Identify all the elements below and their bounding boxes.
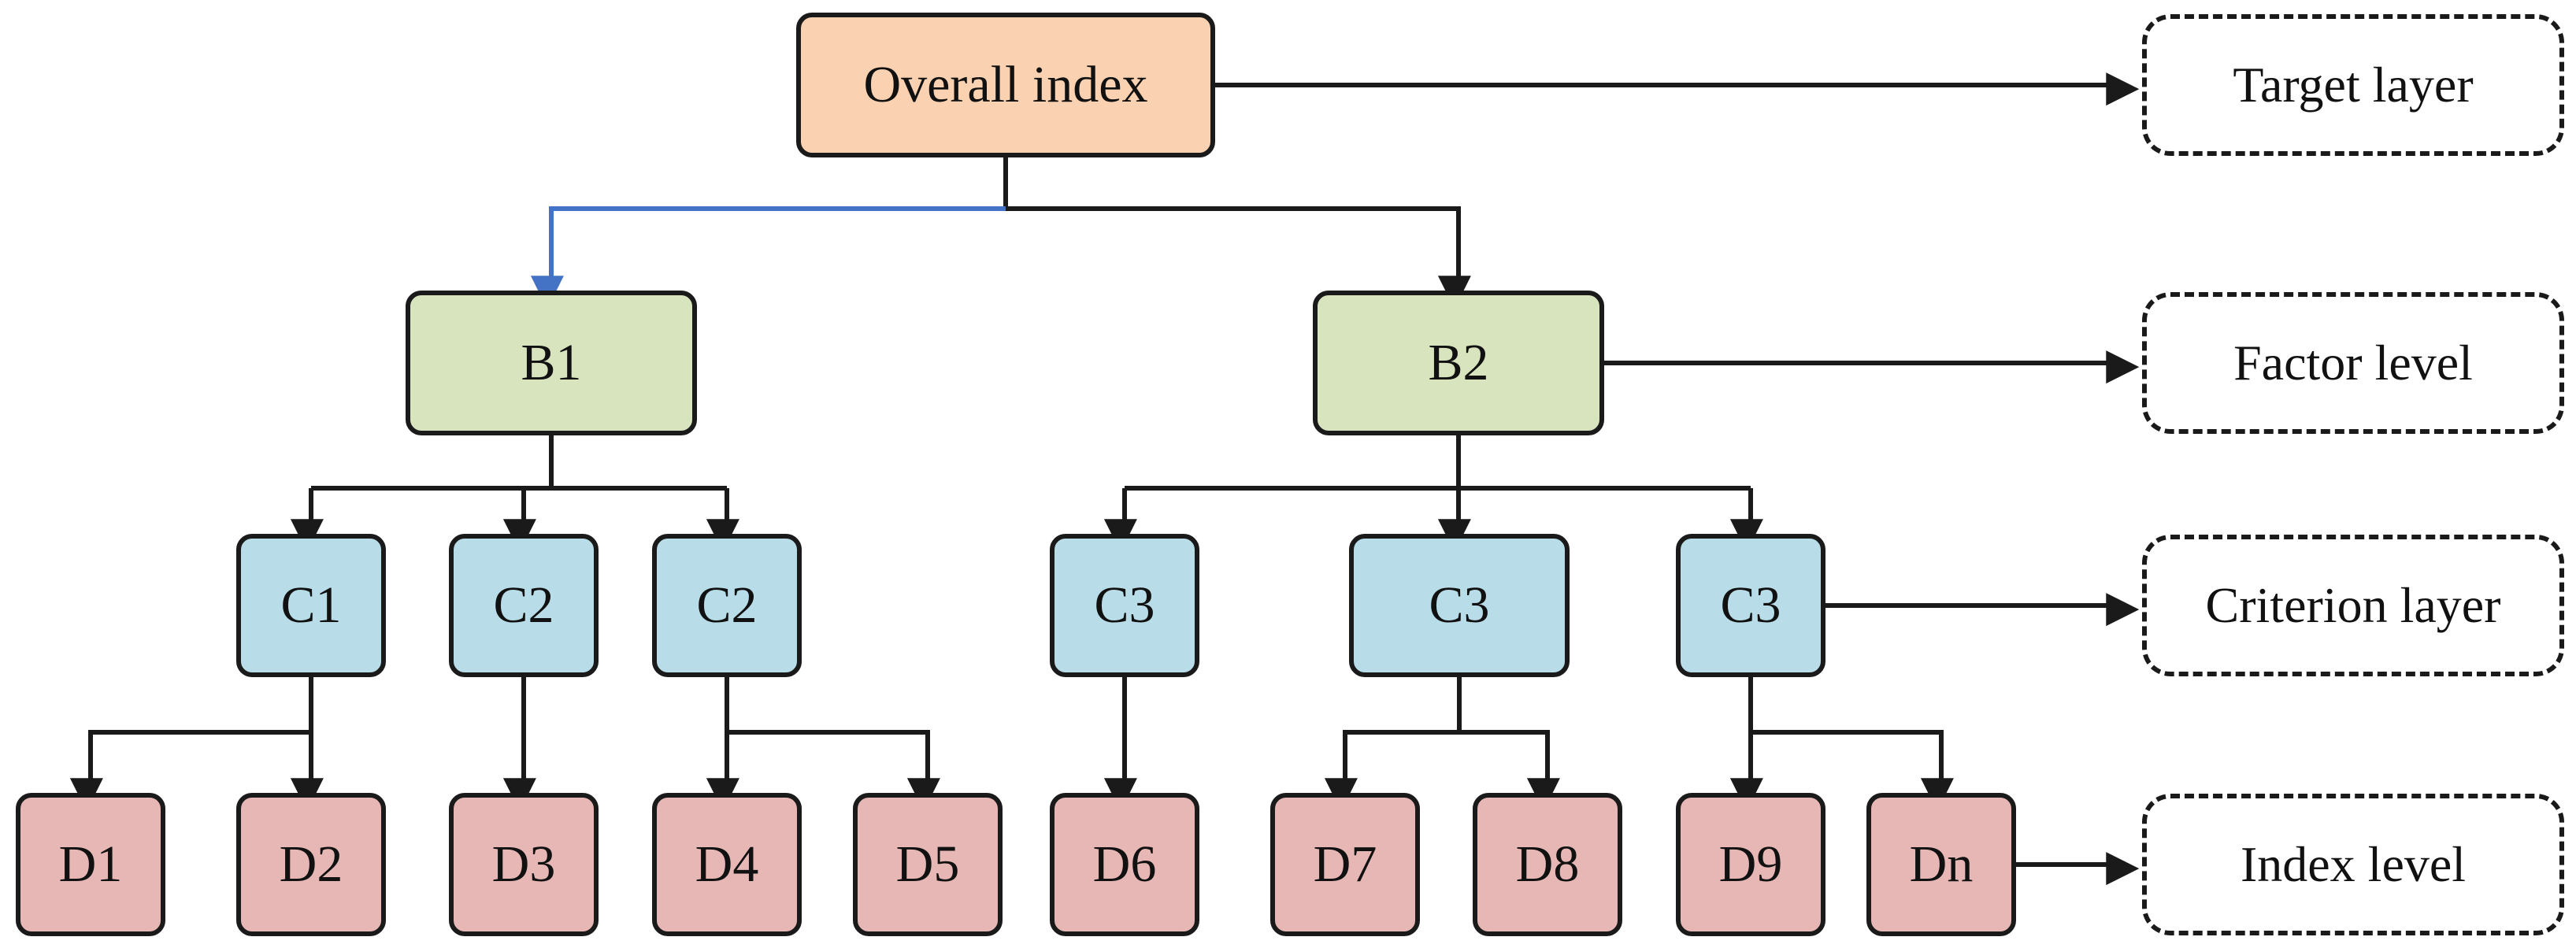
node-b2: B2 [1313, 291, 1604, 435]
line-c3b-to-d8 [1459, 730, 1560, 812]
line-c3c-to-dn [1751, 730, 1954, 812]
node-c3-c: C3 [1676, 534, 1825, 677]
node-c3-b: C3 [1349, 534, 1570, 677]
node-overall-index: Overall index [796, 13, 1215, 157]
layer-index: Index level [2142, 794, 2564, 935]
node-d2: D2 [236, 793, 386, 936]
line-c1-to-d1 [69, 730, 311, 812]
node-b1: B1 [406, 291, 697, 435]
node-d4: D4 [652, 793, 802, 936]
node-d7: D7 [1270, 793, 1420, 936]
layer-criterion: Criterion layer [2142, 535, 2564, 676]
node-d5: D5 [853, 793, 1003, 936]
node-c2-a: C2 [449, 534, 599, 677]
node-d1: D1 [16, 793, 165, 936]
layer-factor: Factor level [2142, 292, 2564, 434]
node-dn: Dn [1866, 793, 2016, 936]
layer-target: Target layer [2142, 14, 2564, 156]
node-c3-a: C3 [1050, 534, 1199, 677]
line-c3b-to-d7 [1324, 730, 1459, 812]
node-d9: D9 [1676, 793, 1825, 936]
node-d8: D8 [1473, 793, 1622, 936]
node-d6: D6 [1050, 793, 1199, 936]
node-c2-b: C2 [652, 534, 802, 677]
node-d3: D3 [449, 793, 599, 936]
node-c1: C1 [236, 534, 386, 677]
line-c2b-to-d5 [727, 730, 940, 812]
line-overall-to-b1 [530, 206, 1006, 309]
line-overall-to-b2 [1006, 206, 1471, 309]
